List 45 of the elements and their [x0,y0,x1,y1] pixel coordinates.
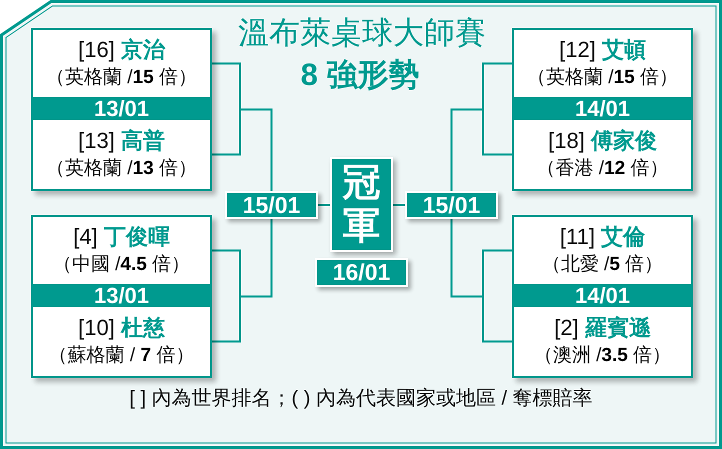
date-band: 13/01 [33,284,210,307]
odds-text: （英格蘭 /13 倍） [46,157,197,181]
date-band: 13/01 [33,97,210,120]
footnote: [ ] 內為世界排名；( ) 內為代表國家或地區 / 奪標賠率 [129,386,593,412]
player-panel [514,307,691,376]
bracket-line [393,204,405,206]
bracket-line [210,108,272,191]
bracket-line [450,108,514,191]
player-name: [10] 杜慈 [78,314,165,342]
player-panel [514,30,691,97]
player-name: [18] 傅家俊 [548,127,657,155]
subtitle: 8 強形勢 [300,56,420,94]
player-name: [13] 高普 [78,127,165,155]
odds-text: （英格蘭 /15 倍） [527,66,678,90]
player-panel [33,30,210,97]
match-card [512,215,693,378]
player-panel [33,307,210,376]
odds-text: （北愛 /5 倍） [542,253,664,277]
match-card [31,28,212,191]
odds-text: （中國 /4.5 倍） [52,253,190,277]
champion-box: 冠軍 [330,157,393,252]
odds-text: （澳洲 /3.5 倍） [534,344,672,368]
player-name: [2] 羅賓遜 [554,314,651,342]
odds-text: （英格蘭 /15 倍） [46,66,197,90]
date-box: 16/01 [315,258,408,287]
bracket-line [450,219,514,342]
player-panel [514,217,691,284]
date-box: 15/01 [405,191,498,219]
odds-text: （蘇格蘭 / 7 倍） [48,344,194,368]
date-band: 14/01 [514,284,691,307]
player-name: [11] 艾倫 [560,223,646,251]
odds-text: （香港 /12 倍） [536,157,668,181]
player-name: [16] 京治 [78,36,165,64]
player-name: [4] 丁俊暉 [73,223,170,251]
title: 溫布萊桌球大師賽 [238,14,486,52]
player-panel [33,217,210,284]
date-box: 15/01 [225,191,318,219]
match-card [31,215,212,378]
player-panel [514,120,691,189]
date-band: 14/01 [514,97,691,120]
player-panel [33,120,210,189]
bracket-line [318,204,330,206]
bracket-line [210,219,272,342]
player-name: [12] 艾頓 [559,36,646,64]
match-card [512,28,693,191]
